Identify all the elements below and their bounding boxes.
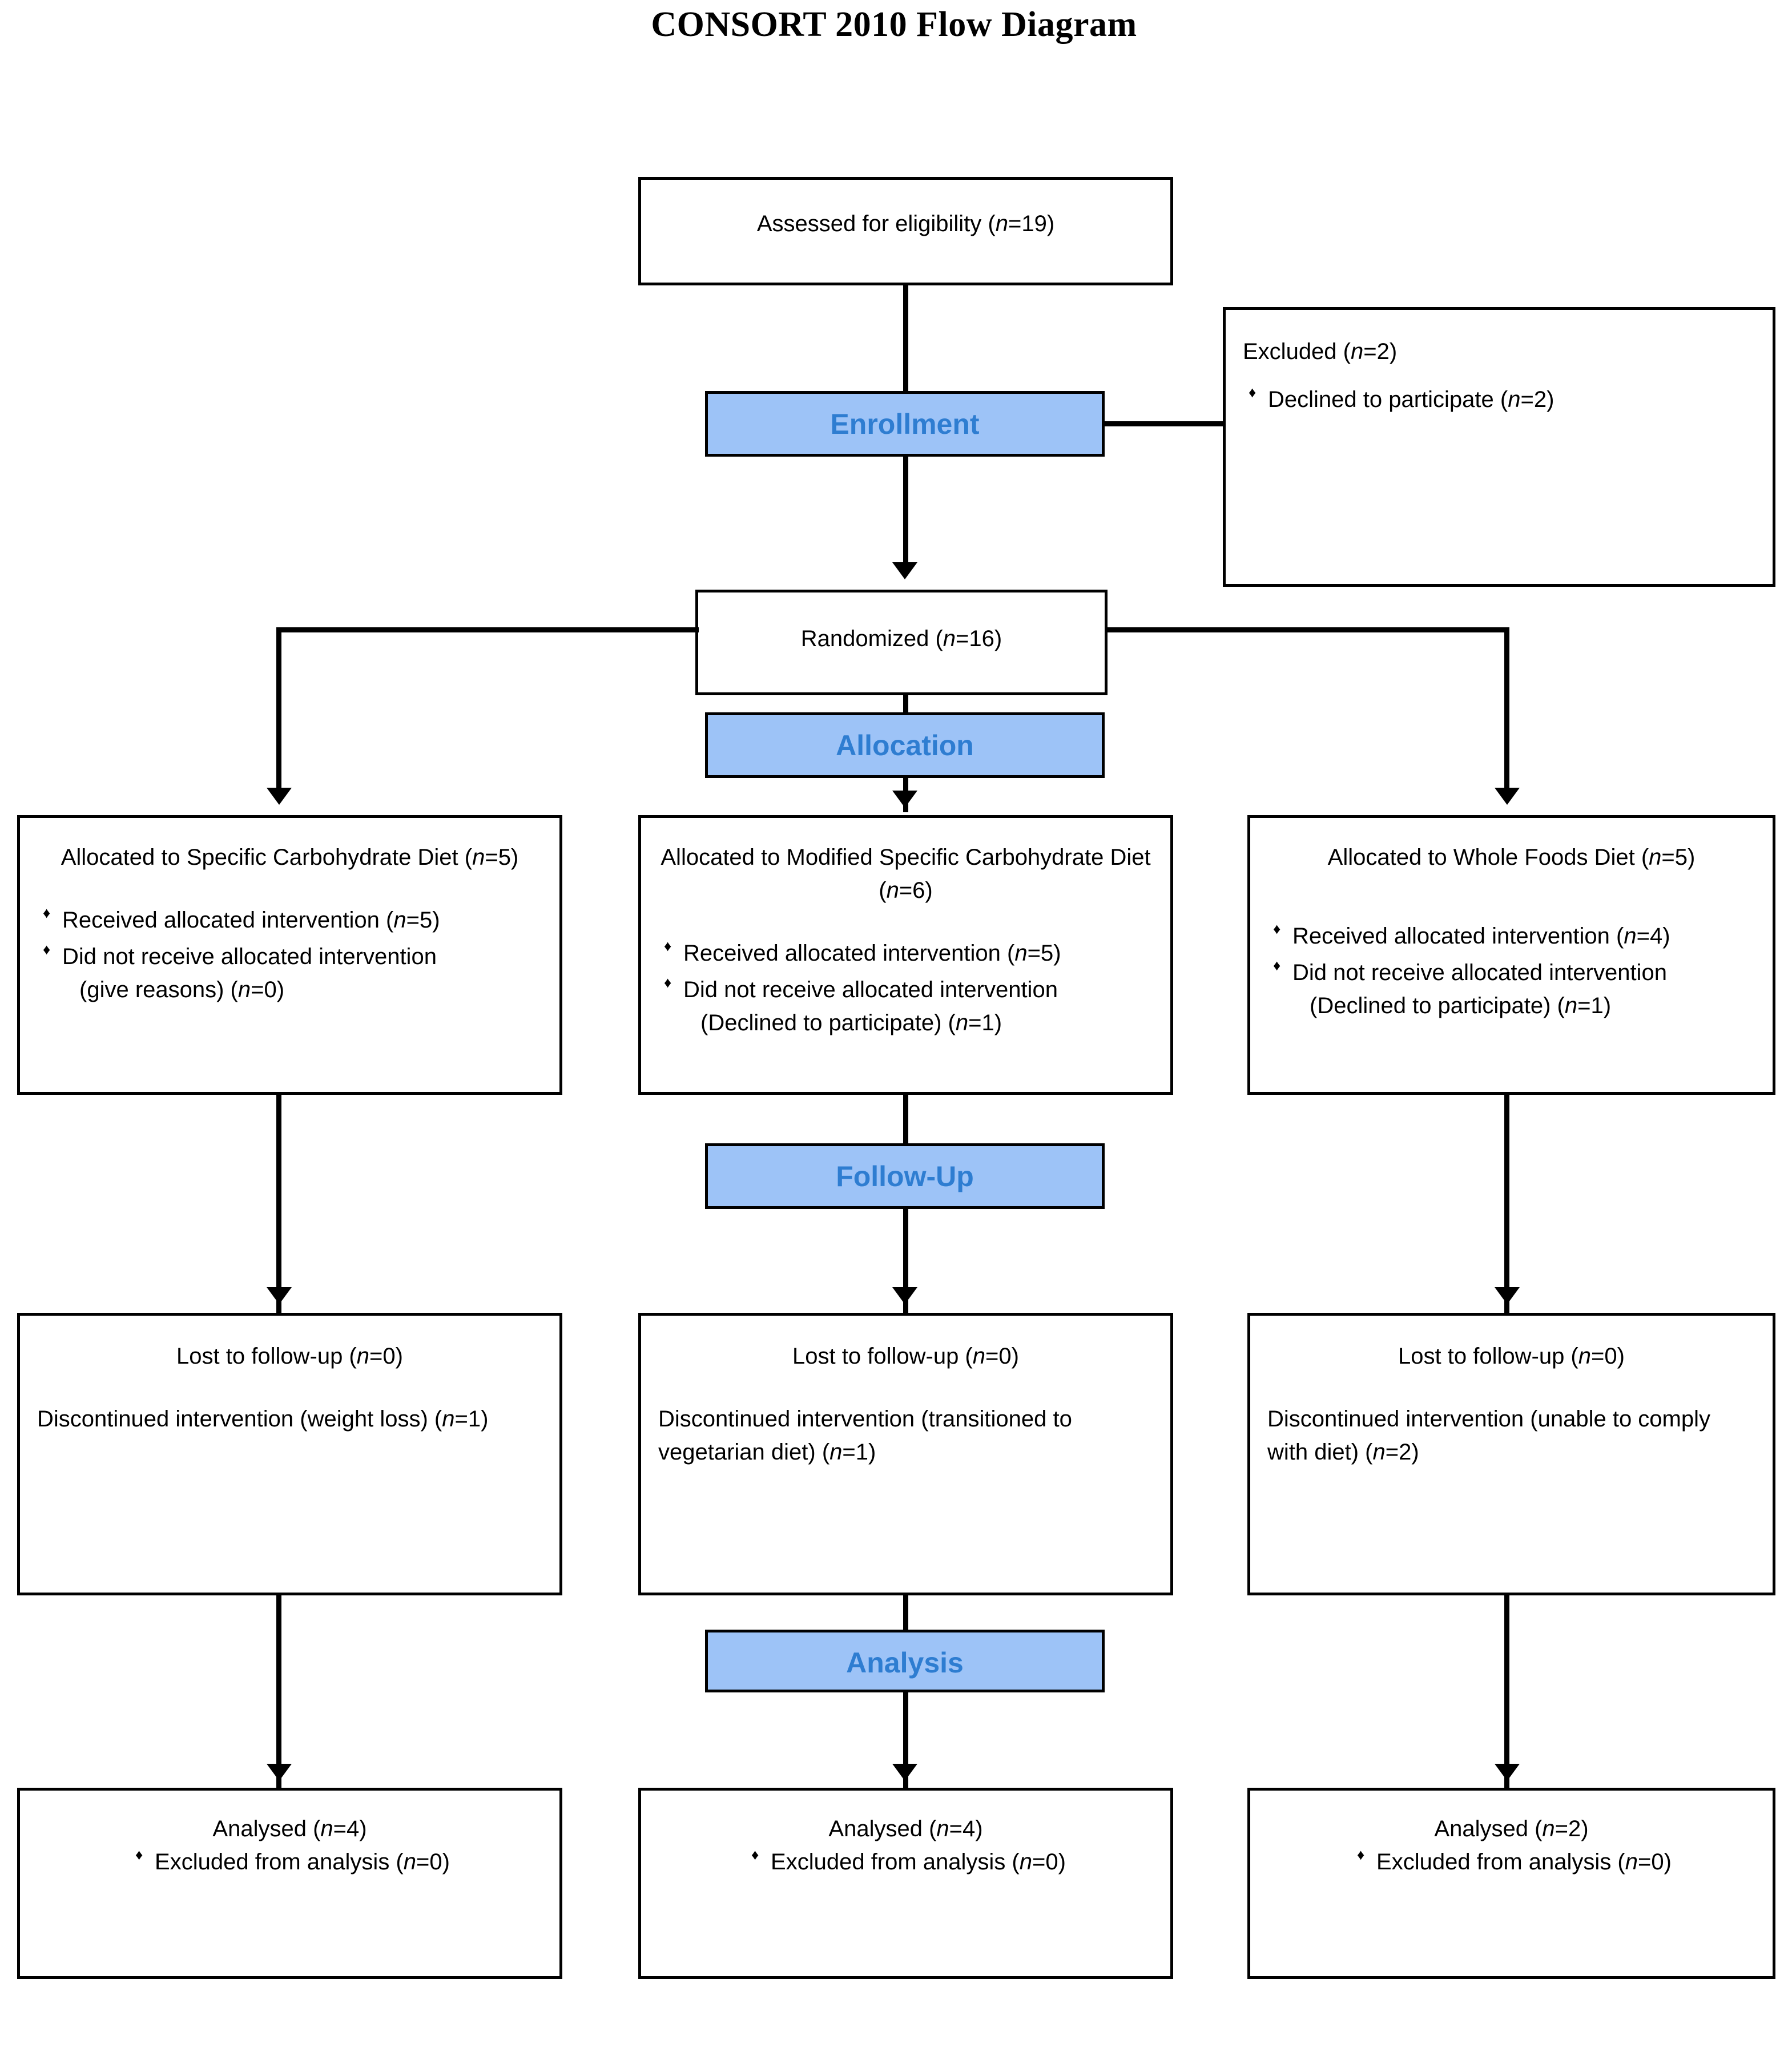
list-item: Received allocated intervention (n=4) (1267, 918, 1755, 953)
excluded-from-analysis-list: Excluded from analysis (n=0) (746, 1844, 1066, 1882)
connector-right-drop (1504, 627, 1509, 796)
connector-randomized-right-rail (1105, 627, 1509, 632)
followup-box-scd: Lost to follow-up (n=0) Discontinued int… (17, 1313, 562, 1595)
excluded-from-analysis-list: Excluded from analysis (n=0) (1351, 1844, 1672, 1882)
connector-assessed-to-enrollment (903, 285, 908, 391)
stage-banner-analysis-label: Analysis (846, 1647, 964, 1679)
connector-middle-followup-to-banner (903, 1595, 908, 1647)
arrow-down-left-followup (267, 1287, 292, 1304)
excluded-title: Excluded (n=2) (1243, 339, 1398, 364)
analysed-text: Analysed (n=2) (1434, 1816, 1589, 1841)
analysis-box-scd: Analysed (n=4) Excluded from analysis (n… (17, 1788, 562, 1979)
arrow-down-middle-analysis (892, 1764, 917, 1781)
page-title: CONSORT 2010 Flow Diagram (651, 5, 1137, 44)
allocation-item-list: Received allocated intervention (n=5) Di… (37, 902, 542, 1006)
list-item: Did not receive allocated intervention (… (658, 972, 1153, 1039)
allocation-item-list: Received allocated intervention (n=5) Di… (658, 936, 1153, 1039)
allocation-box-scd: Allocated to Specific Carbohydrate Diet … (17, 815, 562, 1095)
discontinued-text: Discontinued intervention (unable to com… (1267, 1406, 1710, 1465)
arrow-down-middle-followup (892, 1287, 917, 1304)
list-item: Did not receive allocated intervention (… (1267, 955, 1755, 1022)
list-item: Did not receive allocated intervention (… (37, 939, 542, 1006)
connector-right-alloc-to-followup (1504, 1095, 1509, 1315)
excluded-reason-list: Declined to participate (n=2) (1243, 382, 1755, 416)
allocation-box-whole-foods: Allocated to Whole Foods Diet (n=5) Rece… (1247, 815, 1775, 1095)
analysed-text: Analysed (n=4) (212, 1816, 367, 1841)
connector-left-alloc-to-followup (276, 1095, 281, 1315)
followup-box-mscd: Lost to follow-up (n=0) Discontinued int… (638, 1313, 1173, 1595)
arrow-down-middle-allocation (892, 791, 917, 808)
discontinued-text: Discontinued intervention (weight loss) … (37, 1406, 489, 1432)
followup-box-whole-foods: Lost to follow-up (n=0) Discontinued int… (1247, 1313, 1775, 1595)
allocation-title: Allocated to Modified Specific Carbohydr… (661, 845, 1151, 903)
list-item: Excluded from analysis (n=0) (130, 1844, 450, 1878)
list-item: Declined to participate (n=2) (1243, 382, 1755, 416)
arrow-down-left-analysis (267, 1764, 292, 1781)
stage-banner-analysis: Analysis (705, 1630, 1105, 1692)
allocation-item-list: Received allocated intervention (n=4) Di… (1267, 918, 1755, 1022)
list-item: Received allocated intervention (n=5) (658, 936, 1153, 970)
assessed-for-eligibility-box: Assessed for eligibility (n=19) (638, 177, 1173, 285)
arrow-down-right-analysis (1495, 1764, 1520, 1781)
randomized-text: Randomized (n=16) (800, 626, 1002, 651)
connector-enrollment-to-randomized (903, 457, 908, 574)
list-item: Excluded from analysis (n=0) (1351, 1844, 1672, 1878)
discontinued-text: Discontinued intervention (transitioned … (658, 1406, 1072, 1465)
analysis-box-whole-foods: Analysed (n=2) Excluded from analysis (n… (1247, 1788, 1775, 1979)
connector-enrollment-to-excluded (1105, 421, 1225, 426)
stage-banner-followup: Follow-Up (705, 1143, 1105, 1209)
analysis-box-mscd: Analysed (n=4) Excluded from analysis (n… (638, 1788, 1173, 1979)
allocation-title: Allocated to Whole Foods Diet (n=5) (1327, 845, 1696, 870)
stage-banner-followup-label: Follow-Up (836, 1160, 974, 1192)
analysed-text: Analysed (n=4) (828, 1816, 983, 1841)
stage-banner-allocation: Allocation (705, 712, 1105, 778)
arrow-down-left-allocation (267, 788, 292, 805)
stage-banner-enrollment: Enrollment (705, 391, 1105, 457)
connector-analysis-banner-to-middle-box (903, 1692, 908, 1789)
connector-left-drop (276, 627, 281, 796)
connector-randomized-left-rail (276, 627, 699, 632)
allocation-title: Allocated to Specific Carbohydrate Diet … (61, 845, 519, 870)
arrow-down-right-followup (1495, 1287, 1520, 1304)
lost-to-followup-text: Lost to follow-up (n=0) (1398, 1344, 1625, 1369)
arrow-down-right-allocation (1495, 788, 1520, 805)
excluded-box: Excluded (n=2) Declined to participate (… (1223, 307, 1775, 587)
connector-middle-alloc-to-banner (903, 1095, 908, 1146)
list-item: Excluded from analysis (n=0) (746, 1844, 1066, 1878)
arrow-down-to-randomized (892, 562, 917, 579)
stage-banner-allocation-label: Allocation (836, 729, 974, 761)
connector-right-followup-to-analysis (1504, 1595, 1509, 1789)
connector-followup-banner-to-middle-box (903, 1209, 908, 1315)
assessed-for-eligibility-text: Assessed for eligibility (n=19) (756, 211, 1055, 236)
allocation-box-mscd: Allocated to Modified Specific Carbohydr… (638, 815, 1173, 1095)
connector-left-followup-to-analysis (276, 1595, 281, 1789)
list-item: Received allocated intervention (n=5) (37, 902, 542, 937)
randomized-box: Randomized (n=16) (695, 590, 1108, 695)
excluded-from-analysis-list: Excluded from analysis (n=0) (130, 1844, 450, 1882)
lost-to-followup-text: Lost to follow-up (n=0) (176, 1344, 403, 1369)
stage-banner-enrollment-label: Enrollment (830, 408, 980, 440)
lost-to-followup-text: Lost to follow-up (n=0) (792, 1344, 1019, 1369)
